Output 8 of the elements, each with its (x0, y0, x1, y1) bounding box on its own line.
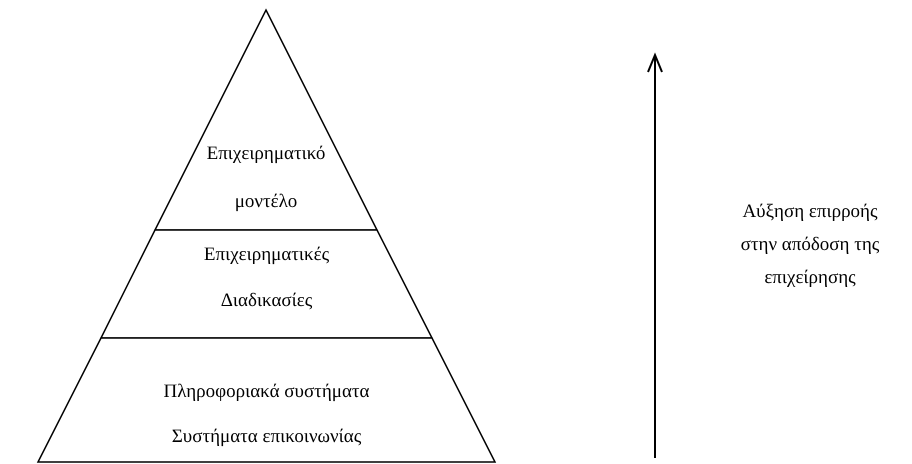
pyramid-tier (155, 10, 377, 230)
tier-label: Πληροφοριακά συστήματα (163, 380, 370, 404)
axis-caption: Αύξηση επιρροής στην απόδοση της επιχείρησης (740, 200, 880, 290)
pyramid-tier (101, 230, 432, 338)
tier-label: Επιχειρηματικό μοντέλο (206, 142, 326, 214)
tier-label: Επιχειρηματικές Διαδικασίες (202, 243, 330, 313)
pyramid-tier (38, 338, 495, 462)
tier-label: Συστήματα επικοινωνίας (172, 425, 362, 449)
